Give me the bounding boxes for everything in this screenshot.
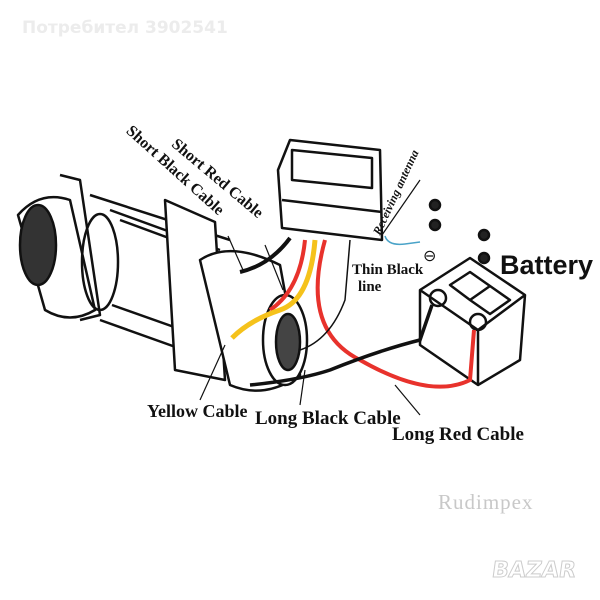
line-text: line: [358, 279, 382, 295]
battery-drawing: [418, 256, 527, 387]
short-black-cable: [239, 236, 292, 274]
brand-watermark: Rudimpex: [438, 490, 534, 514]
battery-label: Battery: [500, 250, 594, 280]
thin-black-line-label: Thin Black line: [352, 262, 423, 296]
long-black-cable-label: Long Black Cable: [255, 408, 401, 429]
long-black-cable: [249, 304, 434, 387]
control-box: [276, 138, 384, 242]
user-watermark: Потребител 3902541: [22, 18, 228, 38]
minus-terminal-label: ⊖: [423, 248, 437, 265]
winch-motor: [198, 249, 309, 392]
winch-drum: [80, 193, 241, 382]
bazar-logo: BAZAR: [490, 558, 578, 584]
thin-black-text: Thin Black: [352, 262, 424, 278]
thin-black-line: [299, 239, 351, 351]
yellow-cable: [230, 239, 318, 340]
antenna-wire: [384, 235, 421, 246]
yellow-cable-label: Yellow Cable: [147, 401, 248, 421]
long-red-cable-label: Long Red Cable: [392, 424, 524, 445]
winch-motor-end: [16, 173, 102, 322]
short-red-cable: [268, 239, 307, 312]
